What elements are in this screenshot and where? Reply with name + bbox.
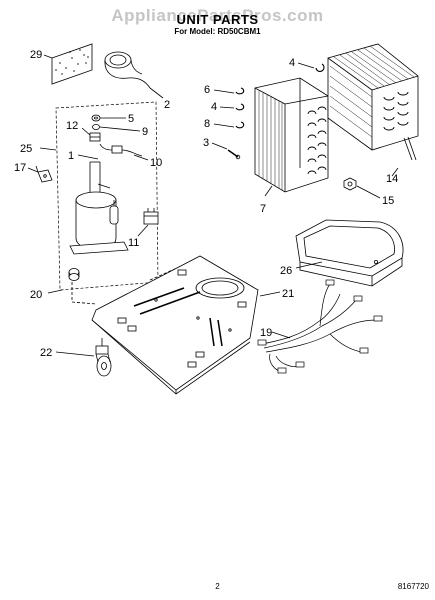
- callout-1: 1: [68, 150, 74, 162]
- callout-8: 8: [204, 118, 210, 130]
- part-overload: [99, 143, 143, 157]
- part-wire-harness: [257, 279, 383, 374]
- part-clip-6: [235, 87, 245, 95]
- watermark: AppliancePartsPros.com: [111, 6, 324, 25]
- leader-22: [55, 351, 95, 357]
- callout-22: 22: [40, 347, 52, 359]
- leader-2: [149, 87, 164, 99]
- callout-7: 7: [260, 203, 266, 215]
- part-terminal-cover: [89, 132, 101, 142]
- leader-14: [391, 167, 399, 177]
- dashed-connector: [71, 301, 97, 305]
- leader-19: [271, 331, 291, 339]
- part-grommet-9: [92, 124, 100, 131]
- leader-21: [259, 291, 281, 297]
- callout-4-mid: 4: [211, 101, 217, 113]
- leader-3: [211, 142, 228, 150]
- callout-12: 12: [66, 120, 78, 132]
- callout-9: 9: [142, 126, 148, 138]
- leader-17: [27, 167, 39, 173]
- callout-3: 3: [203, 137, 209, 149]
- leader-29: [43, 54, 53, 59]
- callout-10: 10: [150, 157, 162, 169]
- callout-4-top: 4: [289, 57, 295, 69]
- leader-8: [213, 123, 235, 128]
- part-base-pan: [91, 255, 259, 395]
- callout-15: 15: [382, 195, 394, 207]
- part-caster: [95, 338, 112, 377]
- page-title: UNIT PARTS: [176, 12, 259, 27]
- part-compressor: [69, 161, 129, 255]
- callout-29: 29: [30, 49, 42, 61]
- callout-14: 14: [386, 173, 398, 185]
- leader-7: [264, 185, 273, 197]
- callout-5: 5: [128, 113, 134, 125]
- part-screw: [227, 149, 241, 160]
- leader-15: [356, 185, 381, 199]
- callout-26: 26: [280, 265, 292, 277]
- callout-21: 21: [282, 288, 294, 300]
- part-clip-8: [235, 121, 245, 129]
- callout-19: 19: [260, 327, 272, 339]
- callout-25: 25: [20, 143, 32, 155]
- document-number: 8167720: [397, 582, 429, 591]
- callout-6: 6: [204, 84, 210, 96]
- part-fitting: [343, 177, 357, 191]
- leader-9: [99, 126, 141, 132]
- part-compressor-grommet: [68, 268, 80, 281]
- part-insulation-pad: [51, 43, 93, 85]
- leader-11: [137, 224, 149, 237]
- part-mounting-bracket: [35, 165, 53, 183]
- part-grommet-5: [91, 114, 101, 122]
- page-number: 2: [215, 582, 220, 591]
- callout-2: 2: [164, 99, 170, 111]
- part-clip-4: [235, 103, 245, 111]
- leader-12: [81, 127, 91, 136]
- part-capacitor: [143, 208, 159, 225]
- leader-4b: [219, 106, 235, 109]
- part-drain-tray: [295, 219, 404, 287]
- leader-4a: [297, 62, 315, 69]
- part-condenser-coil: [254, 77, 329, 193]
- part-drain-hose: [104, 51, 151, 89]
- leader-10: [133, 154, 149, 161]
- leader-6: [213, 89, 235, 94]
- leader-20: [47, 289, 63, 294]
- callout-11: 11: [128, 237, 139, 249]
- part-evaporator-coil: [327, 43, 419, 161]
- model-subtitle: For Model: RD50CBM1: [174, 27, 261, 36]
- leader-25: [39, 147, 57, 151]
- leader-1: [77, 154, 99, 160]
- callout-17: 17: [14, 162, 26, 174]
- callout-20: 20: [30, 289, 42, 301]
- part-clip-top: [315, 63, 325, 72]
- leader-26: [295, 261, 323, 269]
